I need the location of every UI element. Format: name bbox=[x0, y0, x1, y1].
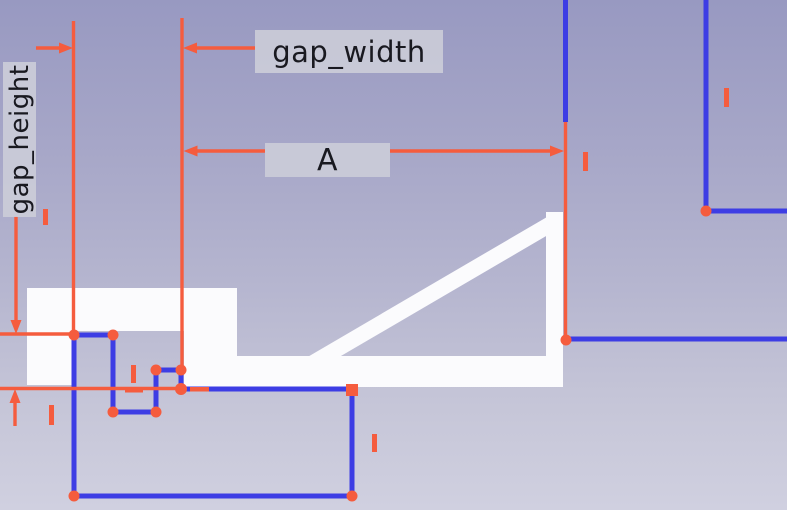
face-bottom-bar[interactable] bbox=[184, 356, 563, 387]
sketch-point[interactable] bbox=[175, 364, 187, 376]
dimension-label-a[interactable]: A bbox=[265, 143, 390, 178]
arrow-left-icon[interactable] bbox=[183, 145, 198, 157]
dimension-label-gap-width[interactable]: gap_width bbox=[255, 30, 443, 73]
vertical-constraint-icon[interactable] bbox=[49, 405, 54, 425]
dimension-arrowheads bbox=[9, 42, 564, 403]
vertical-constraint-icon[interactable] bbox=[583, 152, 588, 171]
sketch-point[interactable] bbox=[150, 406, 162, 418]
sketch-point[interactable] bbox=[68, 329, 80, 341]
sketch-point[interactable] bbox=[107, 329, 119, 341]
sketch-point-square[interactable] bbox=[346, 384, 358, 396]
horizontal-constraint-icon[interactable] bbox=[125, 388, 143, 393]
face-triangle-right-leg[interactable] bbox=[546, 212, 563, 387]
vertical-constraint-icon[interactable] bbox=[131, 365, 136, 383]
arrow-up-icon[interactable] bbox=[9, 389, 21, 403]
sketch-points bbox=[68, 205, 712, 502]
sketch-point[interactable] bbox=[68, 490, 80, 502]
sketch-point[interactable] bbox=[560, 334, 572, 346]
vertical-constraint-icon[interactable] bbox=[43, 209, 48, 225]
sketch-point[interactable] bbox=[175, 383, 187, 395]
sketch-point[interactable] bbox=[150, 364, 162, 376]
horizontal-constraint-icon[interactable] bbox=[190, 387, 209, 392]
extruded-face-region[interactable] bbox=[27, 212, 563, 387]
sketch-point[interactable] bbox=[107, 406, 119, 418]
dimension-graphics bbox=[0, 18, 568, 426]
arrow-right-icon[interactable] bbox=[550, 145, 564, 157]
face-left-leg[interactable] bbox=[27, 288, 73, 385]
arrow-left-icon[interactable] bbox=[183, 42, 197, 54]
constraint-ticks bbox=[43, 88, 729, 452]
face-triangle-hypotenuse[interactable] bbox=[303, 214, 561, 373]
arrow-down-icon[interactable] bbox=[10, 320, 22, 334]
vertical-constraint-icon[interactable] bbox=[372, 434, 377, 452]
dimension-label-gap-height[interactable]: gap_height bbox=[3, 62, 36, 217]
vertical-constraint-icon[interactable] bbox=[724, 88, 729, 107]
sketch-point[interactable] bbox=[700, 205, 712, 217]
arrow-right-icon[interactable] bbox=[59, 42, 73, 54]
sketch-point[interactable] bbox=[346, 490, 358, 502]
